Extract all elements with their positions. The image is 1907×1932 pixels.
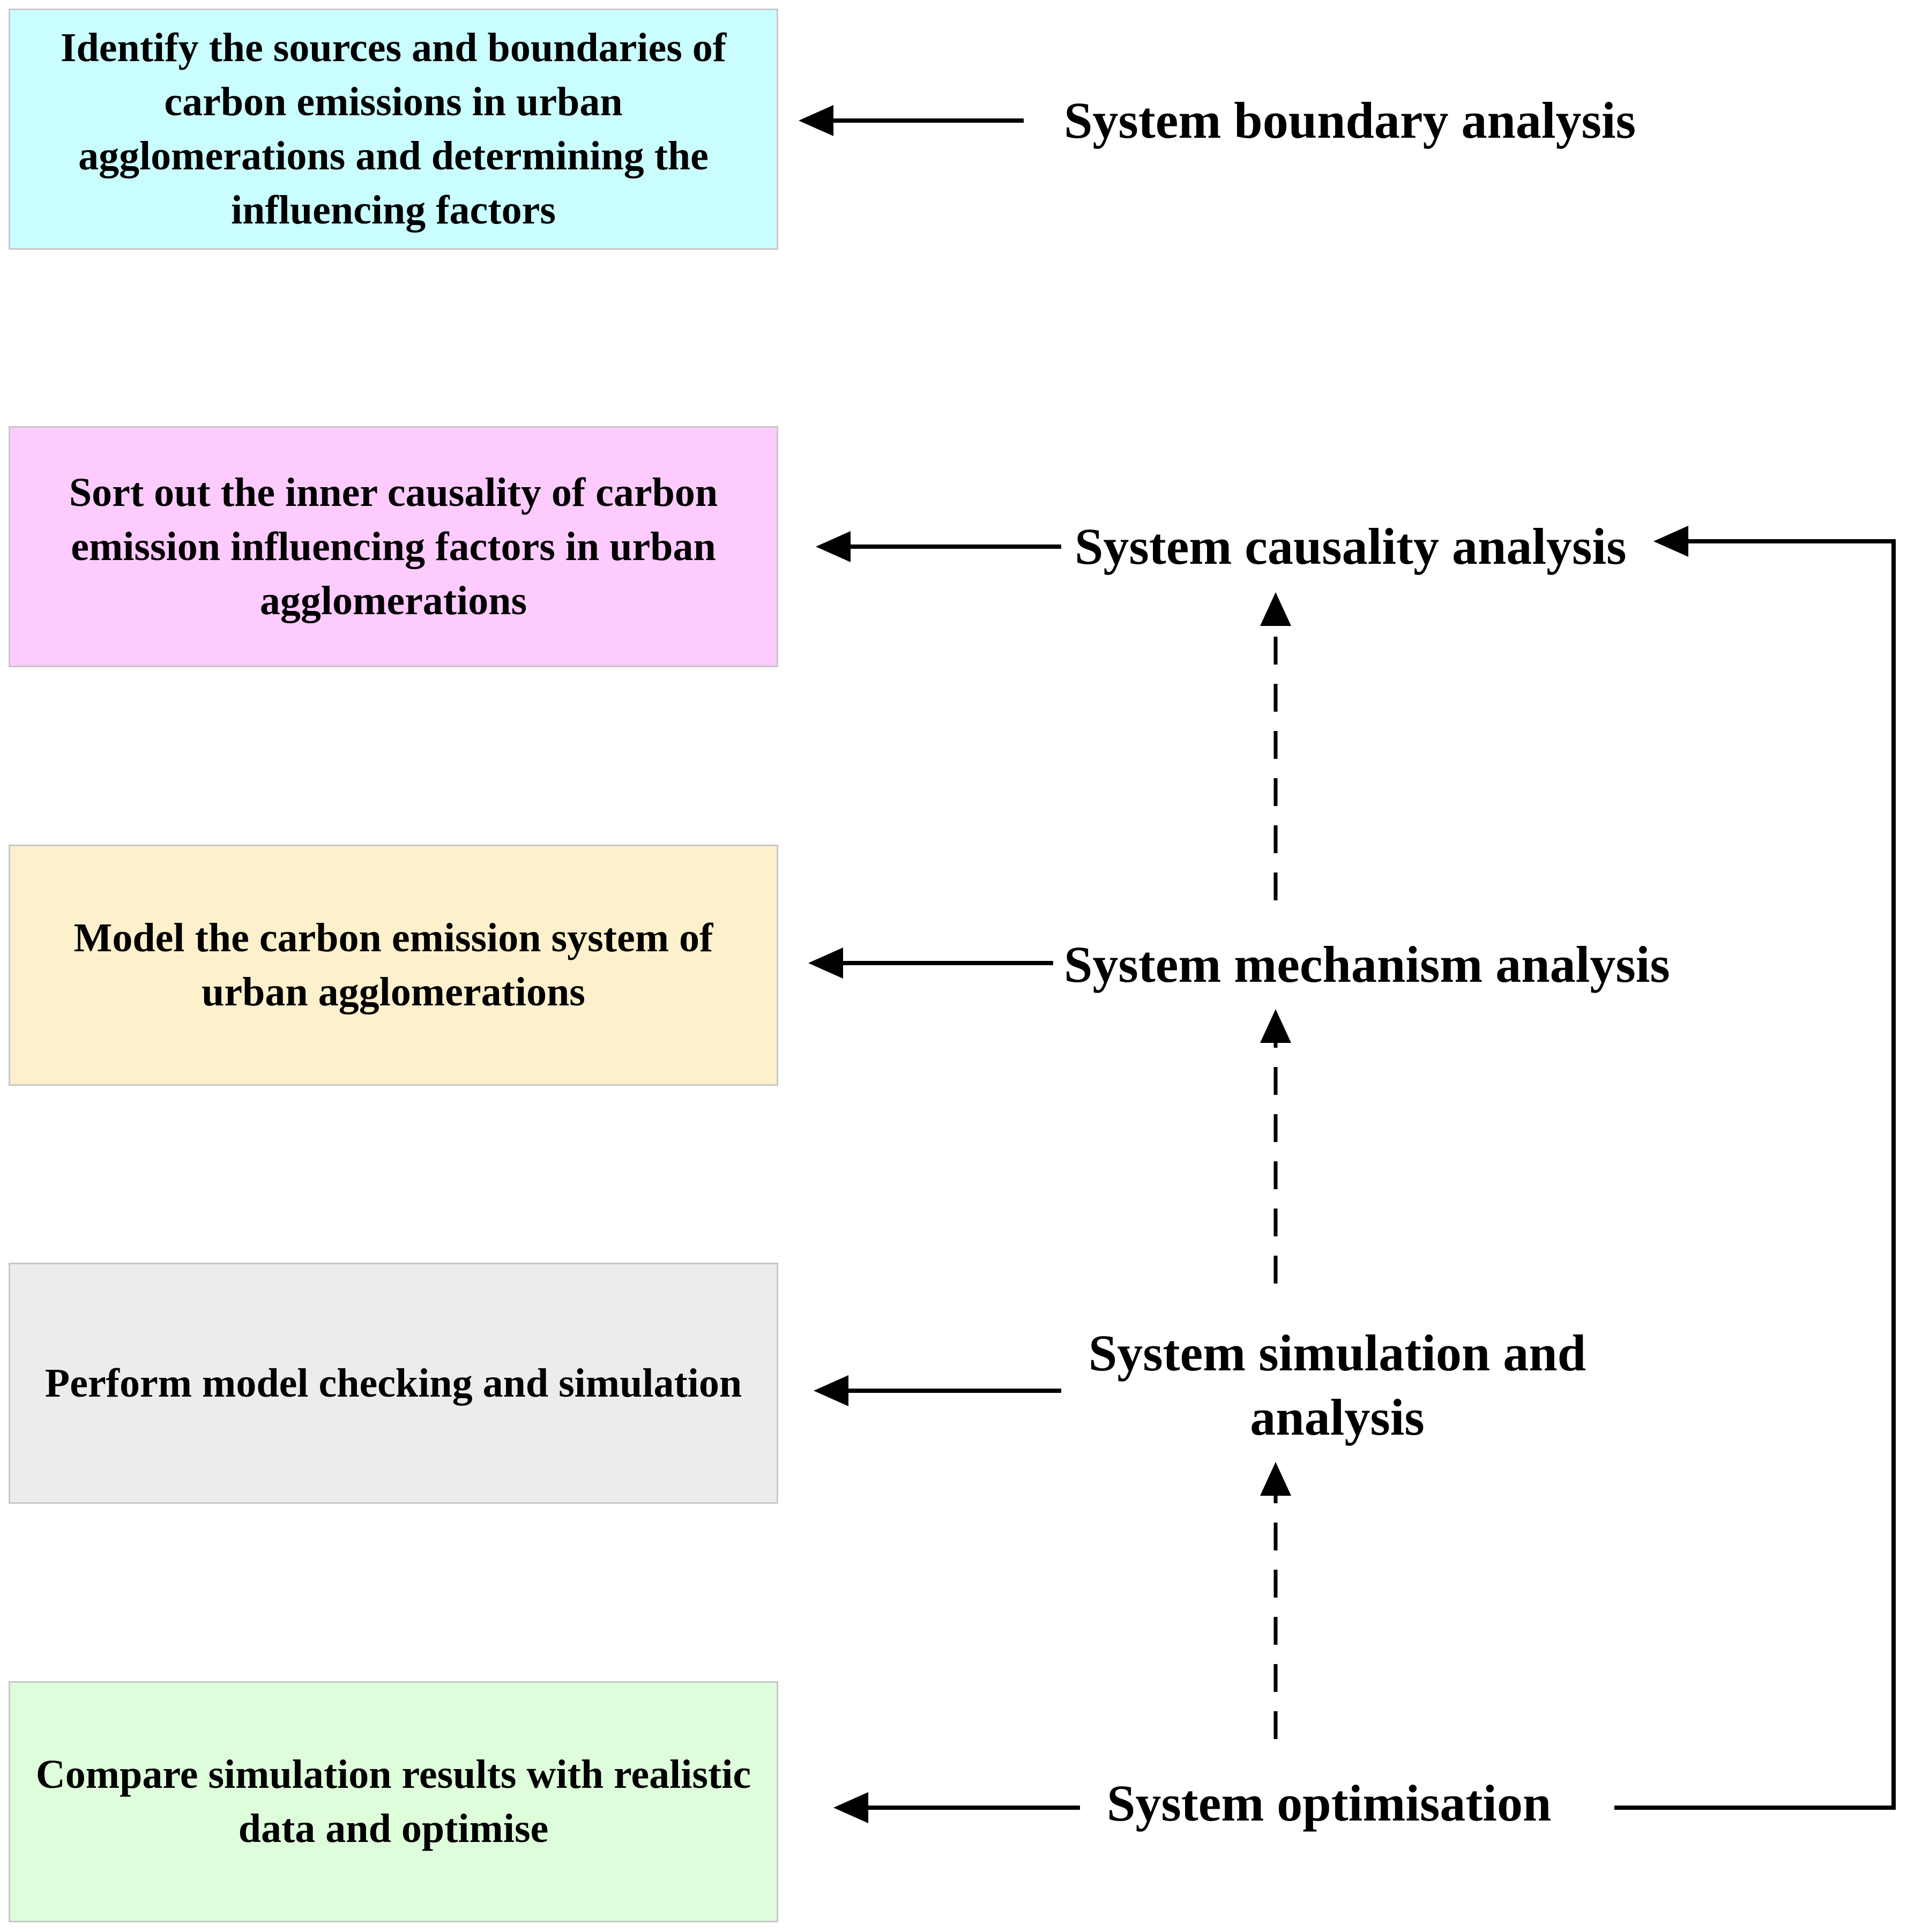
task-box-mechanism: Model the carbon emission system of urba… <box>9 845 778 1086</box>
task-text-simulation: Perform model checking and simulation <box>44 1360 742 1406</box>
task-box-optimisation: Compare simulation results with realisti… <box>9 1681 778 1922</box>
task-text-boundary: Identify the sources and boundaries of c… <box>60 25 727 233</box>
dashed-arrow-simulation-to-mechanism <box>1260 1009 1291 1284</box>
stage-label-optimisation: System optimisation <box>1107 1774 1552 1832</box>
task-text-mechanism: Model the carbon emission system of urba… <box>73 915 713 1015</box>
arrow-causality-to-task <box>816 531 1061 562</box>
feedback-arrow-optimisation-to-causality <box>1614 526 1896 1810</box>
arrow-simulation-to-task <box>814 1375 1061 1406</box>
task-text-causality: Sort out the inner causality of carbon e… <box>69 469 718 623</box>
task-box-simulation: Perform model checking and simulation <box>9 1263 778 1504</box>
task-box-boundary: Identify the sources and boundaries of c… <box>9 9 778 250</box>
task-box-causality: Sort out the inner causality of carbon e… <box>9 426 778 667</box>
task-text-optimisation: Compare simulation results with realisti… <box>35 1752 751 1851</box>
stage-label-boundary: System boundary analysis <box>1064 92 1636 149</box>
arrow-optimisation-to-task <box>833 1792 1080 1823</box>
arrow-mechanism-to-task <box>808 948 1053 979</box>
stage-label-mechanism: System mechanism analysis <box>1064 936 1670 993</box>
dashed-arrow-optimisation-to-simulation <box>1260 1462 1291 1739</box>
dashed-arrow-mechanism-to-causality <box>1260 592 1291 900</box>
stage-label-causality: System causality analysis <box>1075 518 1627 575</box>
arrow-boundary-to-task <box>799 105 1024 136</box>
stage-label-simulation: System simulation and analysis <box>1088 1324 1586 1446</box>
